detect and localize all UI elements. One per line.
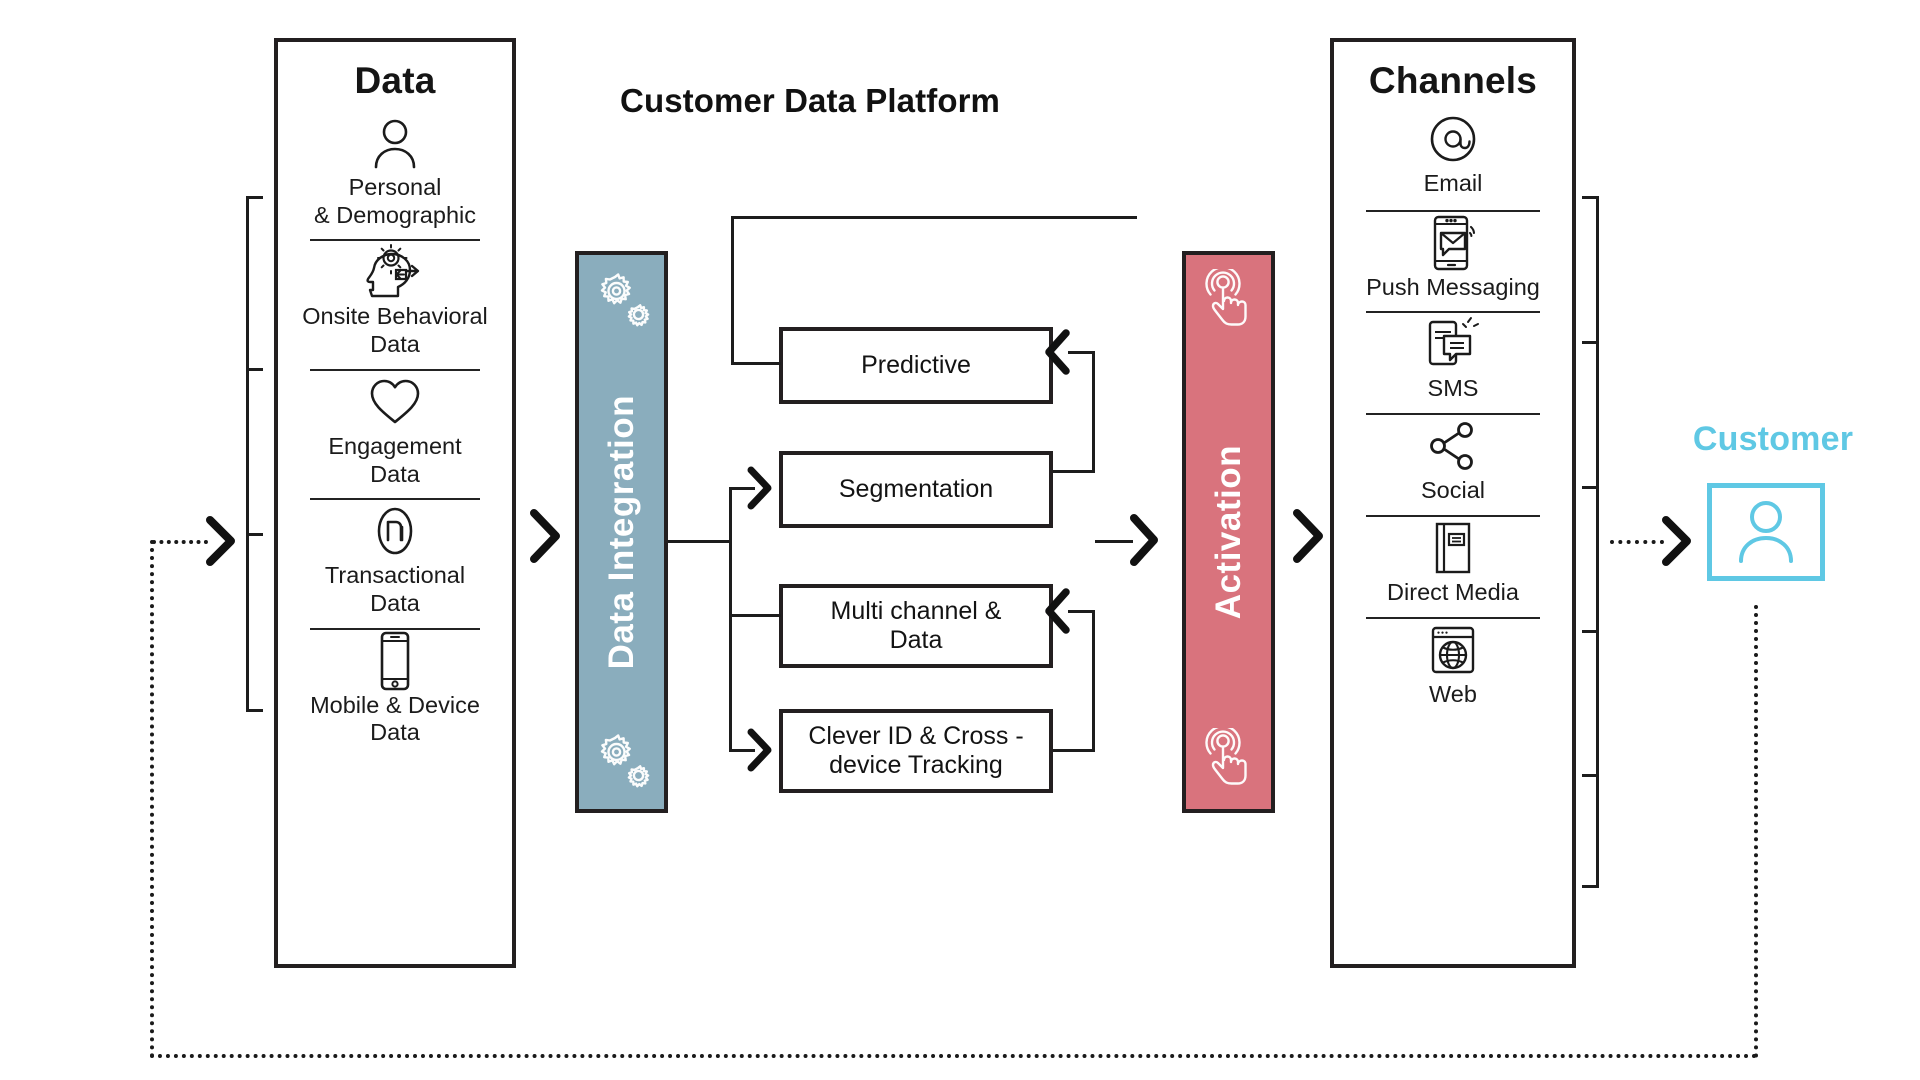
customer-label: Customer bbox=[1692, 420, 1854, 458]
data-column-card: Data Personal & Demographic bbox=[274, 38, 516, 968]
list-item-label: Push Messaging bbox=[1366, 273, 1540, 300]
list-item-label: Web bbox=[1429, 680, 1477, 707]
book-icon bbox=[1344, 521, 1562, 575]
chevron-to-customer-icon bbox=[1660, 515, 1694, 567]
feedback-loop-left-vert bbox=[150, 540, 154, 1058]
activation-bar[interactable]: Activation bbox=[1182, 251, 1275, 813]
chevron-into-cleverid-icon bbox=[745, 727, 775, 773]
connector-predictive-top bbox=[731, 216, 1137, 219]
connector-segmentation-in bbox=[729, 487, 755, 490]
heart-icon bbox=[288, 375, 502, 429]
data-column-heading: Data bbox=[354, 60, 436, 101]
list-item-email[interactable]: Email bbox=[1334, 106, 1572, 210]
list-item-label: Transactional Data bbox=[324, 562, 466, 617]
person-icon bbox=[1735, 497, 1797, 568]
gears-icon bbox=[590, 269, 654, 334]
engine-box-segmentation[interactable]: Segmentation bbox=[779, 451, 1053, 528]
channels-column-list: Email Push Messaging bbox=[1334, 106, 1572, 718]
connector-seg-up bbox=[1092, 351, 1095, 473]
gears-icon bbox=[590, 730, 654, 795]
activation-label: Activation bbox=[1208, 444, 1248, 620]
mobile-phone-icon bbox=[288, 631, 502, 691]
list-item-mobile-device-data[interactable]: Mobile & Device Data bbox=[278, 627, 512, 757]
engine-box-clever-id[interactable]: Clever ID & Cross - device Tracking bbox=[779, 709, 1053, 793]
person-icon bbox=[288, 116, 502, 170]
list-item-social[interactable]: Social bbox=[1334, 413, 1572, 515]
list-item-push-messaging[interactable]: Push Messaging bbox=[1334, 209, 1572, 312]
list-item-label: Engagement Data bbox=[328, 432, 462, 487]
tap-hand-icon bbox=[1201, 725, 1257, 795]
share-nodes-icon bbox=[1344, 419, 1562, 473]
list-item-direct-media[interactable]: Direct Media bbox=[1334, 514, 1572, 617]
list-item-web[interactable]: Web bbox=[1334, 616, 1572, 719]
connector-seg-out bbox=[1053, 470, 1095, 473]
customer-card bbox=[1707, 483, 1825, 581]
connector-trunk-h bbox=[668, 540, 732, 543]
connector-cleverid-out bbox=[1053, 749, 1095, 752]
chevron-into-segmentation-icon bbox=[745, 465, 775, 511]
chevron-into-data-icon bbox=[204, 515, 238, 567]
connector-multichannel-in bbox=[729, 614, 781, 617]
feedback-dotted-into-data bbox=[152, 540, 208, 544]
sms-chat-icon bbox=[1344, 317, 1562, 371]
engine-box-multi-channel[interactable]: Multi channel & Data bbox=[779, 584, 1053, 668]
head-gear-icon bbox=[288, 244, 502, 299]
chevron-into-multichannel-icon bbox=[1041, 587, 1073, 635]
data-column-list: Personal & Demographic bbox=[278, 110, 512, 757]
data-integration-label: Data Integration bbox=[601, 394, 641, 670]
connector-cleverid-in bbox=[729, 749, 755, 752]
data-column-bracket bbox=[246, 196, 263, 712]
connector-to-activation bbox=[1095, 540, 1133, 543]
connector-trunk-v bbox=[729, 487, 732, 749]
list-item-onsite-behavioral[interactable]: Onsite Behavioral Data bbox=[278, 239, 512, 368]
browser-globe-icon bbox=[1344, 623, 1562, 677]
list-item-engagement-data[interactable]: Engagement Data bbox=[278, 368, 512, 498]
feedback-loop-bottom bbox=[150, 1054, 1758, 1058]
chevron-data-to-integration-icon bbox=[527, 508, 563, 564]
connector-into-predictive bbox=[1068, 351, 1095, 354]
chevron-into-predictive-icon bbox=[1041, 328, 1073, 376]
connector-predictive-vert bbox=[731, 216, 734, 364]
connector-into-multichannel bbox=[1068, 610, 1095, 613]
channels-column-bracket bbox=[1582, 196, 1599, 888]
chevron-to-channels-icon bbox=[1290, 508, 1326, 564]
push-message-icon bbox=[1344, 215, 1562, 270]
list-item-label: Social bbox=[1420, 477, 1485, 504]
currency-coin-icon bbox=[288, 504, 502, 558]
channels-to-customer-dotted bbox=[1610, 540, 1664, 544]
list-item-personal-demographic[interactable]: Personal & Demographic bbox=[278, 110, 512, 239]
channels-column-card: Channels Email bbox=[1330, 38, 1576, 968]
list-item-label: Direct Media bbox=[1387, 578, 1519, 605]
connector-predictive-in bbox=[731, 362, 781, 365]
data-integration-bar[interactable]: Data Integration bbox=[575, 251, 668, 813]
list-item-label: Email bbox=[1423, 170, 1483, 196]
engine-box-predictive[interactable]: Predictive bbox=[779, 327, 1053, 404]
channels-column-heading: Channels bbox=[1368, 60, 1538, 101]
list-item-label: SMS bbox=[1427, 375, 1479, 402]
list-item-sms[interactable]: SMS bbox=[1334, 311, 1572, 413]
page-title: Customer Data Platform bbox=[620, 82, 1000, 119]
list-item-label: Mobile & Device Data bbox=[310, 691, 480, 746]
connector-cleverid-up bbox=[1092, 610, 1095, 752]
chevron-to-activation-icon bbox=[1127, 513, 1161, 567]
at-sign-icon bbox=[1344, 112, 1562, 166]
list-item-transactional-data[interactable]: Transactional Data bbox=[278, 498, 512, 627]
list-item-label: Onsite Behavioral Data bbox=[302, 303, 488, 358]
feedback-loop-right-vert bbox=[1754, 605, 1758, 1058]
list-item-label: Personal & Demographic bbox=[314, 174, 476, 228]
tap-hand-icon bbox=[1201, 266, 1257, 336]
